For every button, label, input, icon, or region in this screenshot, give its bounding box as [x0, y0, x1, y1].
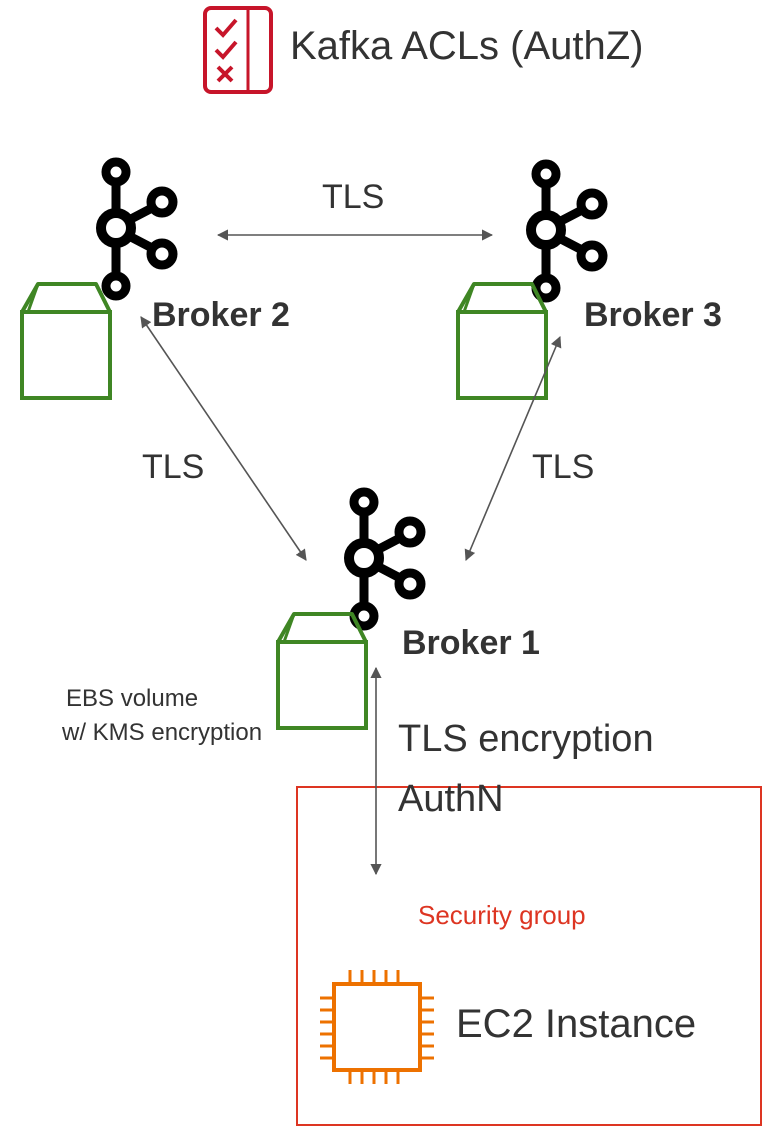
volume-label-line2: w/ KMS encryption	[62, 719, 263, 746]
ebs-volume-icon	[456, 282, 548, 400]
ec2-chip-icon	[320, 970, 434, 1084]
kafka-logo-icon	[349, 492, 421, 626]
volume-label-line1: EBS volume	[66, 685, 199, 712]
link-label-right: TLS	[532, 448, 595, 486]
broker-2-label: Broker 2	[152, 296, 290, 334]
client-link-line1: TLS encryption	[398, 718, 654, 760]
broker-1-label: Broker 1	[402, 624, 540, 662]
link-label-left: TLS	[142, 448, 205, 486]
client-link-line2: AuthN	[398, 778, 504, 820]
broker-3-label: Broker 3	[584, 296, 722, 334]
kafka-logo-icon	[531, 164, 603, 298]
link-arrow-right	[464, 335, 562, 562]
kafka-logo-icon	[101, 162, 173, 296]
ebs-volume-icon	[276, 612, 368, 730]
ec2-instance-label: EC2 Instance	[456, 1002, 697, 1046]
checklist-icon	[203, 6, 273, 94]
security-group-label: Security group	[418, 900, 586, 930]
link-arrow-left	[140, 316, 307, 561]
ebs-volume-icon	[20, 282, 112, 400]
page-title: Kafka ACLs (AuthZ)	[290, 24, 644, 68]
link-label-top: TLS	[322, 178, 385, 216]
